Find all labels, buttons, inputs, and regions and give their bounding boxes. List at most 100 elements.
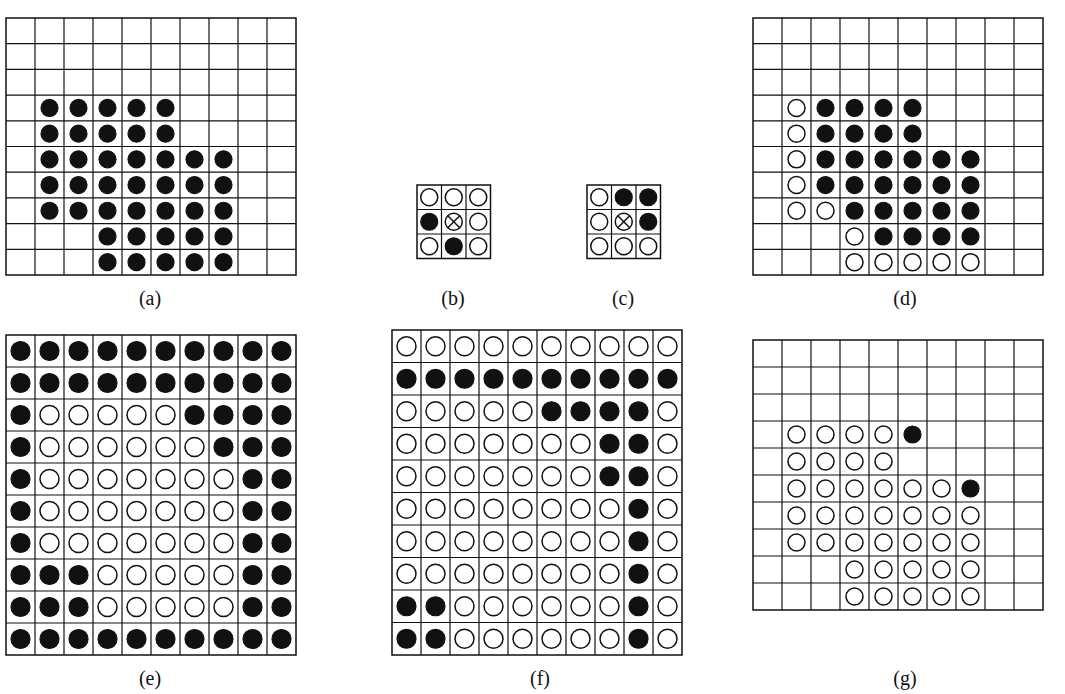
panel-label: (d) [893, 288, 916, 308]
empty-pixel [513, 499, 532, 518]
empty-pixel [127, 438, 146, 457]
filled-pixel [41, 99, 58, 116]
empty-pixel [788, 99, 805, 116]
grid-line [392, 459, 682, 460]
empty-pixel [455, 597, 474, 616]
empty-pixel [397, 467, 416, 486]
empty-pixel [156, 438, 175, 457]
empty-pixel [846, 426, 863, 443]
filled-pixel [11, 566, 30, 585]
grid-line [392, 557, 682, 558]
empty-pixel [426, 564, 445, 583]
filled-pixel [600, 402, 619, 421]
filled-pixel [904, 228, 921, 245]
empty-pixel [933, 534, 950, 551]
empty-pixel [542, 434, 561, 453]
empty-pixel [846, 453, 863, 470]
empty-pixel [69, 438, 88, 457]
filled-pixel [629, 467, 648, 486]
empty-pixel [904, 534, 921, 551]
panel-label: (e) [139, 668, 161, 688]
filled-pixel [157, 202, 174, 219]
filled-pixel [69, 566, 88, 585]
empty-pixel [788, 453, 805, 470]
filled-pixel [875, 177, 892, 194]
empty-pixel [513, 597, 532, 616]
grid-line [753, 555, 1043, 556]
grid-line [6, 43, 296, 44]
empty-pixel [470, 213, 487, 230]
empty-pixel [40, 502, 59, 521]
grid-line [392, 362, 682, 363]
empty-pixel [214, 566, 233, 585]
empty-pixel [40, 534, 59, 553]
grid-line [6, 366, 296, 367]
filled-pixel [421, 213, 438, 230]
image-grid [392, 330, 682, 655]
empty-pixel [542, 337, 561, 356]
filled-pixel [215, 254, 232, 271]
grid-line [6, 398, 296, 399]
grid-line [6, 430, 296, 431]
empty-pixel [658, 337, 677, 356]
filled-pixel [272, 342, 291, 361]
empty-pixel [571, 532, 590, 551]
empty-pixel [571, 564, 590, 583]
filled-pixel [127, 342, 146, 361]
empty-pixel [156, 470, 175, 489]
panel-label: (g) [893, 668, 916, 688]
empty-pixel [156, 406, 175, 425]
filled-pixel [484, 369, 503, 388]
filled-pixel [11, 630, 30, 649]
empty-pixel [658, 434, 677, 453]
empty-pixel [817, 534, 834, 551]
filled-pixel [128, 202, 145, 219]
empty-pixel [904, 507, 921, 524]
empty-pixel [591, 213, 608, 230]
empty-pixel [127, 598, 146, 617]
empty-pixel [817, 426, 834, 443]
filled-pixel [640, 213, 657, 230]
filled-pixel [846, 125, 863, 142]
image-grid [753, 340, 1043, 610]
filled-pixel [243, 630, 262, 649]
empty-pixel [156, 598, 175, 617]
filled-pixel [629, 434, 648, 453]
empty-pixel [513, 532, 532, 551]
empty-pixel [484, 564, 503, 583]
mask-grid [587, 185, 661, 259]
grid-line [6, 223, 296, 224]
filled-pixel [214, 630, 233, 649]
grid-line [753, 223, 1043, 224]
filled-pixel [11, 406, 30, 425]
center-cross [448, 216, 460, 228]
empty-pixel [513, 402, 532, 421]
empty-pixel [214, 470, 233, 489]
grid-line [6, 94, 296, 95]
filled-pixel [128, 228, 145, 245]
center-pixel [615, 213, 632, 230]
empty-pixel [421, 238, 438, 255]
empty-pixel [846, 507, 863, 524]
empty-pixel [788, 426, 805, 443]
filled-pixel [904, 426, 921, 443]
filled-pixel [933, 202, 950, 219]
empty-pixel [962, 588, 979, 605]
filled-pixel [629, 369, 648, 388]
filled-pixel [215, 177, 232, 194]
filled-pixel [214, 438, 233, 457]
filled-pixel [272, 630, 291, 649]
filled-pixel [157, 99, 174, 116]
filled-pixel [571, 402, 590, 421]
grid-line [753, 393, 1043, 394]
empty-pixel [484, 532, 503, 551]
filled-pixel [41, 177, 58, 194]
center-pixel [445, 213, 462, 230]
filled-pixel [70, 151, 87, 168]
filled-pixel [817, 99, 834, 116]
empty-pixel [455, 402, 474, 421]
filled-pixel [272, 598, 291, 617]
empty-pixel [658, 467, 677, 486]
empty-pixel [397, 564, 416, 583]
empty-pixel [600, 499, 619, 518]
